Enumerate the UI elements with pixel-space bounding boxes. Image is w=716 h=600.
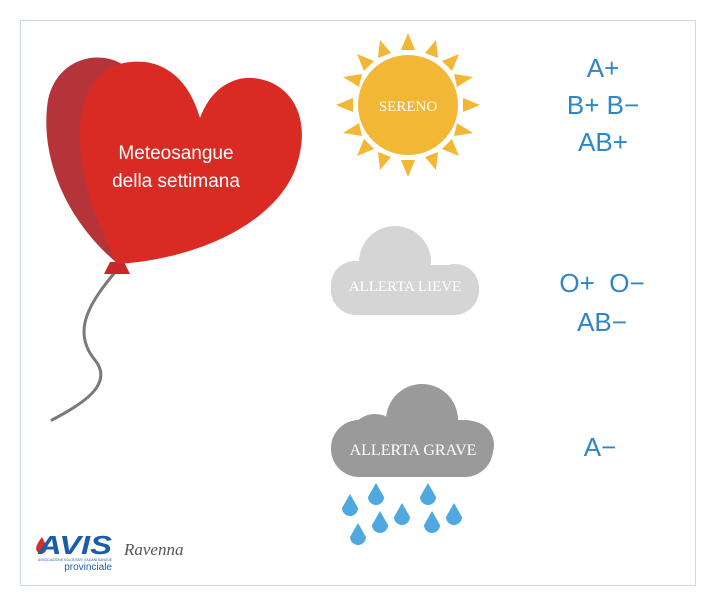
status-label-allerta-grave: ALLERTA GRAVE xyxy=(350,442,477,459)
status-label-sereno: SERENO xyxy=(379,99,438,115)
logo-tagline: ASSOCIAZIONE VOLONTARI ITALIANI SANGUE xyxy=(38,557,112,562)
blood-group-ab-pos: AB+ xyxy=(578,127,628,157)
blood-group-b-pos-b-neg: B+ B− xyxy=(567,90,639,120)
balloon-front-heart xyxy=(79,61,302,265)
avis-logo: AVIS ASSOCIAZIONE VOLONTARI ITALIANI SAN… xyxy=(36,530,183,573)
status-label-allerta-lieve: ALLERTA LIEVE xyxy=(349,279,461,295)
balloon-title-line2: della settimana xyxy=(112,171,240,192)
balloon-knot xyxy=(104,262,130,274)
row-sereno: SERENO A+ B+ B− AB+ xyxy=(336,33,639,177)
sun-rays xyxy=(336,33,480,177)
blood-group-o-pos-o-neg: O+ O− xyxy=(559,268,644,298)
logo-sub: provinciale xyxy=(64,562,112,573)
blood-group-a-neg: A− xyxy=(584,432,617,462)
blood-group-a-pos: A+ xyxy=(587,53,620,83)
storm-cloud xyxy=(331,384,494,477)
logo-city: Ravenna xyxy=(123,540,183,559)
row-allerta-lieve: ALLERTA LIEVE O+ O− AB− xyxy=(331,226,645,337)
sun-disc xyxy=(358,55,458,155)
cloud-icon xyxy=(331,226,479,315)
raindrops xyxy=(342,483,462,545)
sun-icon xyxy=(336,33,480,177)
rain-cloud-icon xyxy=(331,384,494,545)
balloon-title-line1: Meteosangue xyxy=(118,143,233,164)
row-allerta-grave: ALLERTA GRAVE A− xyxy=(331,384,616,545)
heart-balloon: Meteosangue della settimana xyxy=(46,57,302,422)
blood-drop-icon xyxy=(36,537,47,554)
blood-group-ab-neg: AB− xyxy=(577,307,627,337)
logo-brand: AVIS xyxy=(37,530,113,560)
balloon-string xyxy=(50,269,118,422)
